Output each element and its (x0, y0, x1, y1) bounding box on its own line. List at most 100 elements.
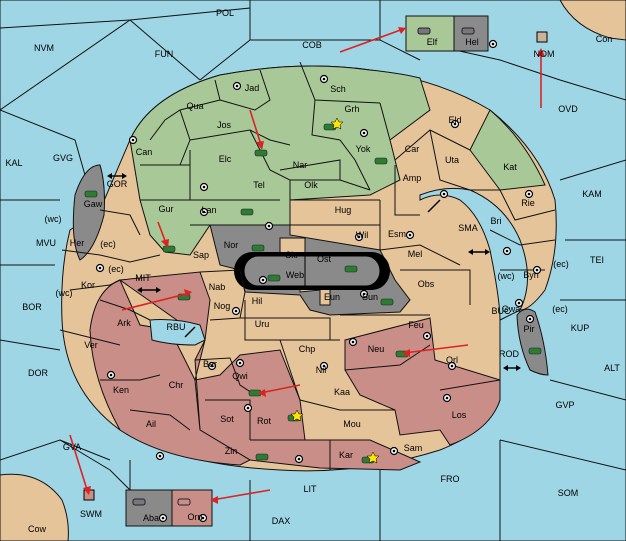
land-label-gwa[interactable]: Gwa (502, 304, 521, 314)
land-label-kat[interactable]: Kat (503, 162, 517, 172)
sea-label-fro[interactable]: FRO (441, 474, 460, 484)
land-label-sot[interactable]: Sot (220, 414, 234, 424)
land-label-nor[interactable]: Nor (224, 240, 239, 250)
land-label-olk[interactable]: Olk (304, 180, 318, 190)
land-label-ver[interactable]: Ver (84, 340, 98, 350)
land-label-neu[interactable]: Neu (368, 344, 385, 354)
land-label-sun[interactable]: Sun (362, 292, 378, 302)
land-label-chp[interactable]: Chp (299, 344, 316, 354)
land-label-aba[interactable]: Aba (143, 513, 159, 523)
land-label-sap[interactable]: Sap (193, 250, 209, 260)
land-label-tel[interactable]: Tel (253, 180, 265, 190)
sea-label-rbu[interactable]: RBU (166, 322, 185, 332)
sea-label-lit[interactable]: LIT (303, 484, 317, 494)
sea-label-cob[interactable]: COB (302, 40, 322, 50)
sea-label-mit[interactable]: MIT (135, 273, 151, 283)
land-label-qua[interactable]: Qua (186, 101, 203, 111)
land-label-bar[interactable]: Bar (203, 359, 217, 369)
land-label-ost[interactable]: Ost (317, 254, 332, 264)
land-label-bri[interactable]: Bri (491, 216, 502, 226)
land-label-qwi[interactable]: Qwi (232, 371, 248, 381)
sea-label-swm[interactable]: SWM (80, 509, 102, 519)
sea-label-fun[interactable]: FUN (155, 49, 174, 59)
land-label-orl[interactable]: Orl (446, 355, 458, 365)
sea-label-rod[interactable]: ROD (499, 349, 520, 359)
land-label-ken[interactable]: Ken (113, 385, 129, 395)
region-cow (0, 473, 69, 541)
land-label-her[interactable]: Her (70, 238, 85, 248)
sea-label-ovd[interactable]: OVD (558, 104, 578, 114)
sea-label-alt[interactable]: ALT (604, 363, 620, 373)
land-label-esm[interactable]: Esm (388, 229, 406, 239)
land-label-ail[interactable]: Ail (146, 419, 156, 429)
land-label-ark[interactable]: Ark (117, 318, 131, 328)
region-red-east (344, 317, 501, 446)
sea-label-gor[interactable]: GOR (107, 179, 128, 189)
sea-label-dor[interactable]: DOR (28, 368, 49, 378)
land-label-kar[interactable]: Kar (339, 450, 353, 460)
land-label-rot[interactable]: Rot (257, 416, 272, 426)
sea-label-kup[interactable]: KUP (571, 323, 590, 333)
land-label-nab[interactable]: Nab (209, 282, 226, 292)
land-label-mel[interactable]: Mel (408, 249, 423, 259)
land-label-kaa[interactable]: Kaa (334, 387, 350, 397)
land-label-gaw[interactable]: Gaw (84, 199, 103, 209)
land-label-eun[interactable]: Eun (324, 292, 340, 302)
sea-label-kal[interactable]: KAL (5, 158, 22, 168)
sea-label-dax[interactable]: DAX (272, 516, 291, 526)
sea-label-cow[interactable]: Cow (28, 524, 47, 534)
land-label-car[interactable]: Car (405, 144, 420, 154)
land-label-rie[interactable]: Rie (521, 198, 535, 208)
land-label-wil[interactable]: Wil (356, 230, 369, 240)
sea-label-kam[interactable]: KAM (582, 189, 602, 199)
sea-label-gva[interactable]: GVA (63, 442, 81, 452)
land-label-hil[interactable]: Hil (252, 296, 263, 306)
sea-label-nom[interactable]: NOM (534, 49, 555, 59)
land-label-nog[interactable]: Nog (214, 301, 231, 311)
land-label-elf[interactable]: Elf (427, 37, 438, 47)
land-label-lan[interactable]: Lan (201, 205, 216, 215)
land-label-zin[interactable]: Zin (225, 446, 238, 456)
sea-label-buc[interactable]: BUC (491, 306, 511, 316)
land-label-skr[interactable]: Skr (285, 250, 299, 260)
land-label-uta[interactable]: Uta (445, 155, 459, 165)
land-label-grh[interactable]: Grh (344, 104, 359, 114)
land-label-orn[interactable]: Orn (187, 512, 202, 522)
land-label-elc[interactable]: Elc (219, 154, 232, 164)
sea-label-som[interactable]: SOM (558, 488, 579, 498)
land-label-uru[interactable]: Uru (255, 319, 270, 329)
land-label-can[interactable]: Can (136, 147, 153, 157)
sea-label-bor[interactable]: BOR (22, 302, 42, 312)
land-label-gur[interactable]: Gur (158, 204, 173, 214)
land-label-web[interactable]: Web (286, 270, 304, 280)
land-label-los[interactable]: Los (452, 410, 467, 420)
land-label-mou[interactable]: Mou (343, 419, 361, 429)
sea-label-gvg[interactable]: GVG (53, 153, 73, 163)
land-label-sam[interactable]: Sam (404, 443, 423, 453)
land-label-amp[interactable]: Amp (403, 173, 422, 183)
sea-label-con[interactable]: Con (596, 34, 613, 44)
land-label-jos[interactable]: Jos (217, 120, 232, 130)
sea-label-gvp[interactable]: GVP (555, 400, 574, 410)
land-label-pir[interactable]: Pir (524, 324, 535, 334)
land-label-kor[interactable]: Kor (81, 280, 95, 290)
sea-label-nvm[interactable]: NVM (34, 43, 54, 53)
land-label-jad[interactable]: Jad (245, 83, 260, 93)
land-label-sch[interactable]: Sch (330, 84, 346, 94)
land-label-hel[interactable]: Hel (465, 37, 479, 47)
land-label-nil[interactable]: Nil (316, 365, 327, 375)
sea-label-mvu[interactable]: MVU (36, 238, 56, 248)
sea-label-tei[interactable]: TEI (590, 255, 604, 265)
region-red-west (89, 279, 252, 466)
land-label-nar[interactable]: Nar (293, 160, 308, 170)
sea-label-pol[interactable]: POL (216, 8, 234, 18)
land-label-byn[interactable]: Byn (523, 270, 539, 280)
unit-icon (177, 498, 191, 506)
land-label-feu[interactable]: Feu (408, 320, 424, 330)
land-label-obs[interactable]: Obs (418, 279, 435, 289)
land-label-eld[interactable]: Eld (448, 115, 461, 125)
land-label-chr[interactable]: Chr (169, 380, 184, 390)
land-label-hug[interactable]: Hug (335, 205, 352, 215)
sea-label-sma[interactable]: SMA (458, 223, 478, 233)
land-label-yok[interactable]: Yok (356, 144, 371, 154)
